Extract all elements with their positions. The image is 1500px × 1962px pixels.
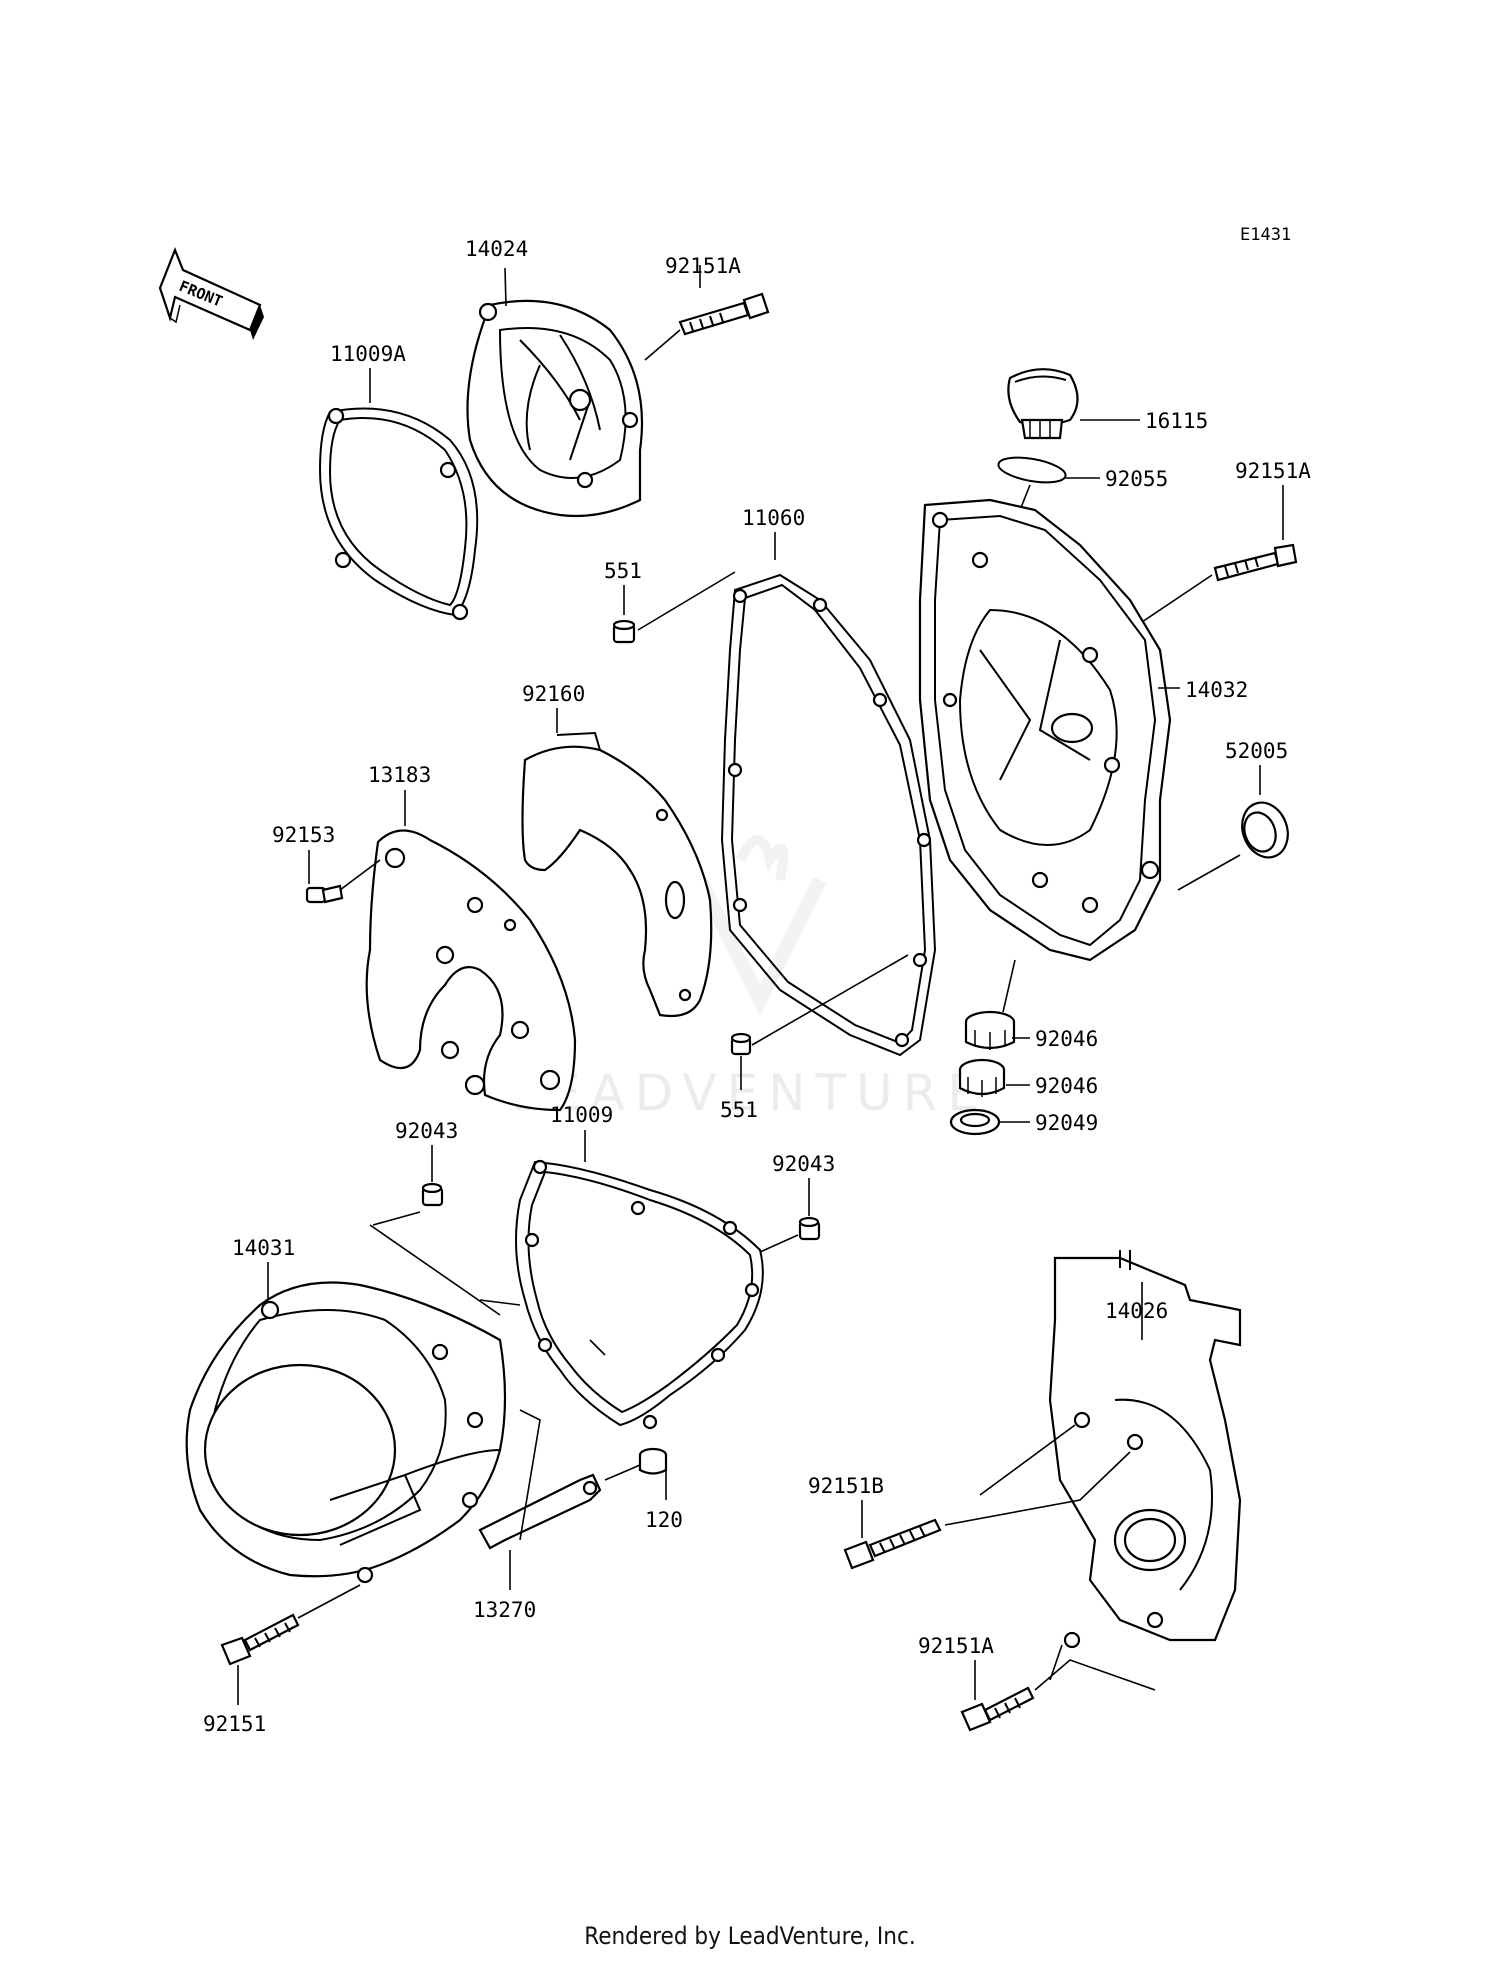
part-11009-gasket	[515, 1159, 764, 1430]
part-52005-seal	[1241, 801, 1289, 859]
part-92151-bolt	[220, 1613, 300, 1666]
part-92151A-bolt-top	[678, 292, 770, 336]
part-92153-screw	[305, 884, 344, 904]
part-13270-plate	[478, 1473, 602, 1550]
label-14031: 14031	[232, 1236, 295, 1260]
label-16115: 16115	[1145, 409, 1208, 433]
label-92151B: 92151B	[808, 1474, 884, 1498]
label-11060: 11060	[742, 506, 805, 530]
label-11009: 11009	[550, 1103, 613, 1127]
watermark-text: LEADVENTURE	[511, 1064, 989, 1122]
part-16115-cap	[1007, 368, 1079, 440]
label-92151A-bottom: 92151A	[918, 1634, 994, 1658]
part-14032-clutch-cover	[918, 498, 1172, 962]
part-92046-bearing-a	[964, 1010, 1016, 1050]
part-11009A-gasket	[318, 407, 479, 621]
part-92160-plate	[521, 731, 713, 1018]
part-14031-generator-cover	[185, 1281, 507, 1584]
label-52005: 52005	[1225, 739, 1288, 763]
label-551-bottom: 551	[720, 1098, 758, 1122]
label-120: 120	[645, 1508, 683, 1532]
part-92043-dowel-right	[798, 1216, 821, 1241]
part-92046-bearing-b	[958, 1058, 1006, 1097]
label-92046-b: 92046	[1035, 1074, 1098, 1098]
part-11060-gasket	[720, 573, 937, 1057]
part-551-dowel-top	[612, 619, 636, 644]
footer-credit: Rendered by LeadVenture, Inc.	[584, 1922, 916, 1950]
front-arrow-icon: FRONT	[158, 247, 264, 340]
label-92151A-top: 92151A	[665, 254, 741, 278]
label-92055: 92055	[1105, 467, 1168, 491]
part-92151B-bolt	[843, 1518, 942, 1570]
label-92151A-right: 92151A	[1235, 459, 1311, 483]
part-92151A-bolt-right	[1213, 543, 1298, 582]
part-92055-oring	[997, 456, 1067, 484]
label-11009A: 11009A	[330, 342, 406, 366]
label-92160: 92160	[522, 682, 585, 706]
part-92049-seal	[949, 1108, 1001, 1136]
watermark-logo	[693, 835, 827, 1016]
part-551-dowel-bottom	[730, 1032, 752, 1056]
label-92153: 92153	[272, 823, 335, 847]
label-13270: 13270	[473, 1598, 536, 1622]
part-14024-cover	[466, 299, 644, 518]
label-13183: 13183	[368, 763, 431, 787]
label-14032: 14032	[1185, 678, 1248, 702]
label-92046-a: 92046	[1035, 1027, 1098, 1051]
part-13183-plate	[365, 829, 577, 1112]
part-14026-sprocket-cover	[1048, 1250, 1242, 1649]
part-92043-dowel-left	[421, 1182, 444, 1207]
part-120-grommet	[638, 1447, 668, 1475]
part-92151A-bolt-bottom	[960, 1686, 1035, 1732]
label-14026: 14026	[1105, 1299, 1168, 1323]
label-92049: 92049	[1035, 1111, 1098, 1135]
label-551-top: 551	[604, 559, 642, 583]
label-92043-right: 92043	[772, 1152, 835, 1176]
diagram-code: E1431	[1240, 225, 1291, 245]
label-92151: 92151	[203, 1712, 266, 1736]
label-14024: 14024	[465, 237, 528, 261]
label-92043-left: 92043	[395, 1119, 458, 1143]
